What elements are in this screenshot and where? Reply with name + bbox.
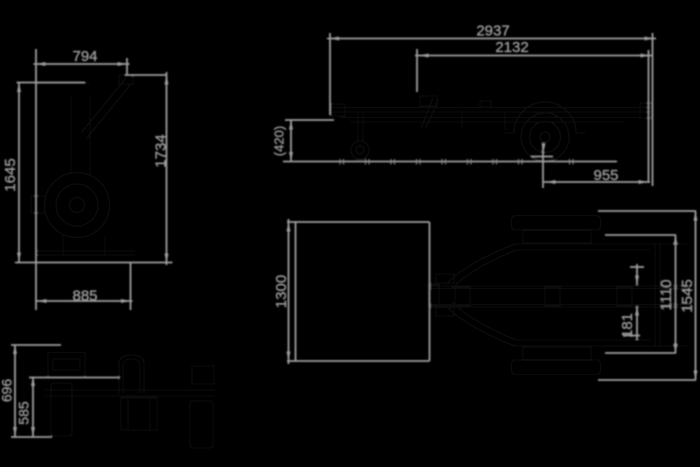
svg-text:2937: 2937 (476, 23, 509, 40)
svg-text:1300: 1300 (273, 275, 290, 308)
svg-text:1734: 1734 (153, 134, 170, 167)
svg-text:1645: 1645 (2, 158, 19, 191)
svg-text:794: 794 (72, 48, 97, 65)
svg-text:955: 955 (593, 167, 618, 184)
svg-text:585: 585 (16, 401, 32, 425)
svg-text:1545: 1545 (679, 279, 696, 312)
svg-text:(420): (420) (272, 126, 287, 156)
svg-text:885: 885 (72, 288, 97, 305)
svg-text:181: 181 (619, 313, 636, 338)
svg-text:696: 696 (0, 379, 15, 403)
svg-text:1110: 1110 (658, 279, 675, 310)
svg-text:2132: 2132 (495, 39, 528, 56)
